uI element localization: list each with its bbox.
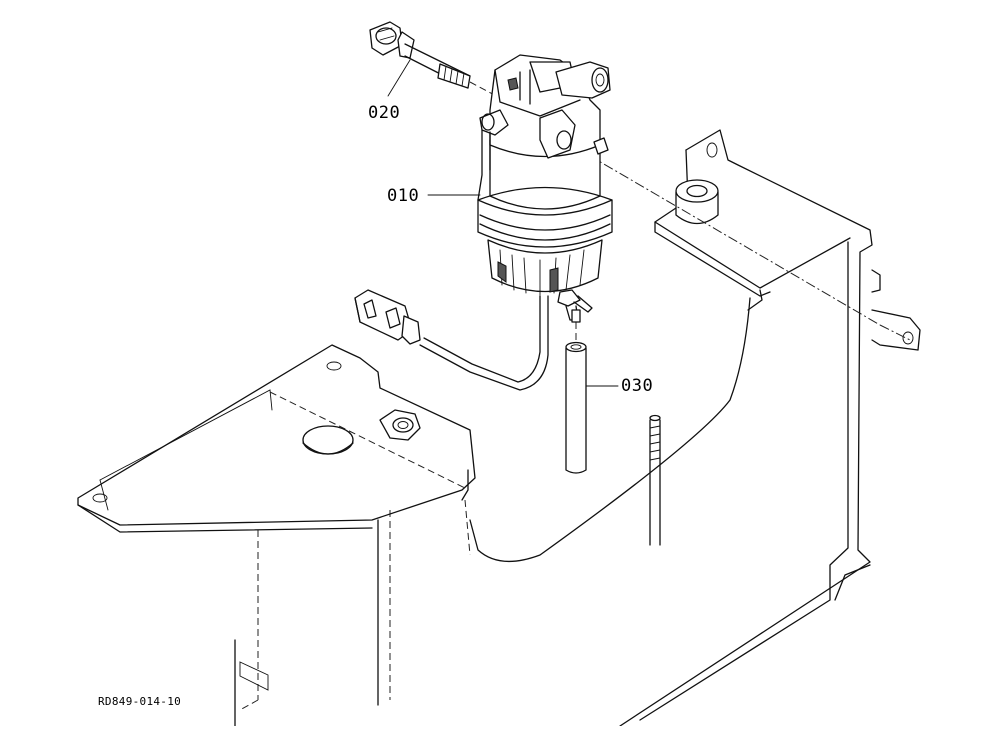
callout-leaders — [387, 59, 619, 387]
wire-connector — [354, 289, 421, 345]
callout-030: 030 — [621, 376, 653, 396]
hose-030 — [565, 309, 587, 474]
threaded-stud — [649, 414, 661, 546]
fuel-filter-010 — [419, 54, 613, 391]
leader-020 — [387, 59, 411, 97]
figure-reference: RD849-014-10 — [98, 695, 181, 708]
frame-bracket — [77, 344, 476, 727]
bolt-020 — [369, 21, 501, 99]
callout-020: 020 — [368, 103, 400, 123]
mounting-bracket — [469, 129, 921, 727]
callout-010: 010 — [387, 186, 419, 206]
